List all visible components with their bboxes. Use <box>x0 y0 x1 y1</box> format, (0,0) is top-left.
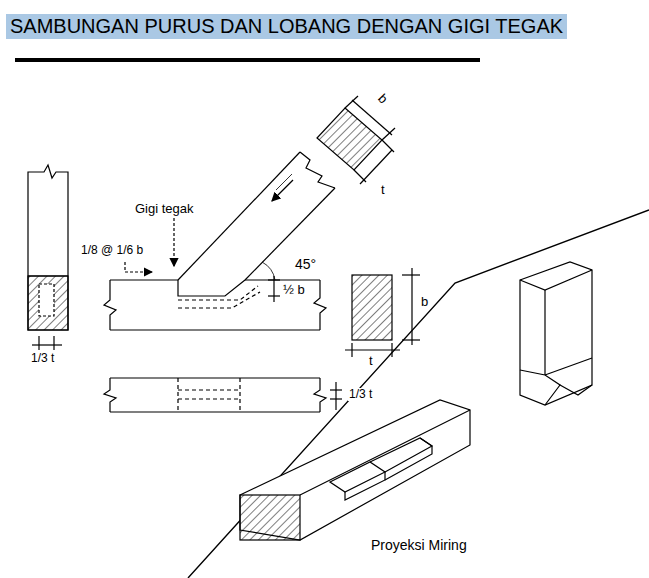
dimension-label: t <box>368 354 374 368</box>
dimension-label: 1/3 t <box>30 352 55 365</box>
view-caption: Proyeksi Miring <box>370 538 468 553</box>
dimension-label: b <box>420 295 429 309</box>
angle-label: 45° <box>294 257 317 272</box>
dimension-label: 1/8 @ 1/6 b <box>80 244 144 257</box>
dimension-label: b <box>374 91 391 108</box>
part-label: Gigi tegak <box>134 202 195 216</box>
title-heading: SAMBUNGAN PURUS DAN LOBANG DENGAN GIGI T… <box>6 14 567 39</box>
dimension-label: t <box>380 183 386 197</box>
dimension-label: ½ b <box>282 283 306 297</box>
dimension-label: 1/3 t <box>348 388 373 401</box>
